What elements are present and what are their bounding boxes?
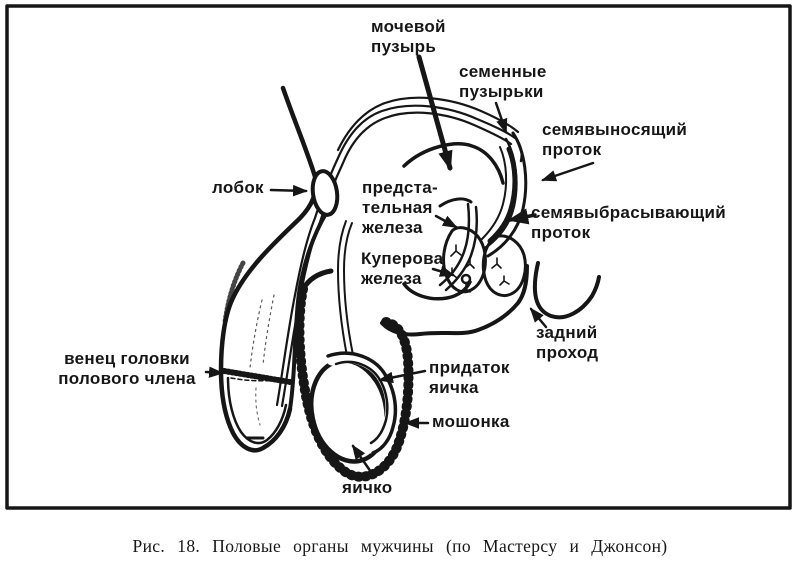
perineum-line <box>380 264 529 337</box>
label-bladder: мочевой пузырь <box>371 17 446 57</box>
pointer-arrows <box>204 54 595 474</box>
label-corona: венец головки полового члена <box>58 349 196 389</box>
label-testicle: яичко <box>342 478 393 497</box>
seminal-vesicles-arrow <box>494 101 508 134</box>
epididymis-arrow <box>378 369 427 384</box>
figure-border <box>5 4 792 510</box>
corona-arrow <box>204 366 224 378</box>
cowpers-gland-shape <box>402 273 472 301</box>
cowpers-gland-arrow <box>431 265 455 277</box>
anus-arrow <box>529 307 548 329</box>
prostate-arrow <box>434 214 458 229</box>
label-epididymis: придаток яичка <box>429 358 510 398</box>
label-anus: задний проход <box>536 323 599 363</box>
label-ejaculatory-duct: семявыбрасывающий проток <box>531 203 727 243</box>
pubis-arrow <box>269 184 308 197</box>
vas-deferens-arrow <box>541 161 595 182</box>
bladder-arrow <box>416 54 453 171</box>
label-cowpers-gland: Куперова железа <box>361 249 444 289</box>
label-scrotum: мошонка <box>432 412 510 431</box>
ejaculatory-duct-arrow <box>507 208 537 225</box>
bladder-shape <box>402 142 505 185</box>
pubis-shape <box>310 169 340 217</box>
label-seminal-vesicles: семенные пузырьки <box>459 62 547 102</box>
buttock-line <box>532 261 601 320</box>
figure-caption: Рис. 18. Половые органы мужчины (по Маст… <box>132 536 668 556</box>
label-vas-deferens: семявыносящий проток <box>542 120 688 160</box>
vas-deferens-line <box>337 220 354 357</box>
epididymis-shape <box>326 351 398 455</box>
testicle-arrow <box>351 444 373 474</box>
scrotum-outline <box>294 268 414 482</box>
label-prostate: предста- тельная железа <box>362 178 438 238</box>
label-pubis: лобок <box>212 178 264 197</box>
